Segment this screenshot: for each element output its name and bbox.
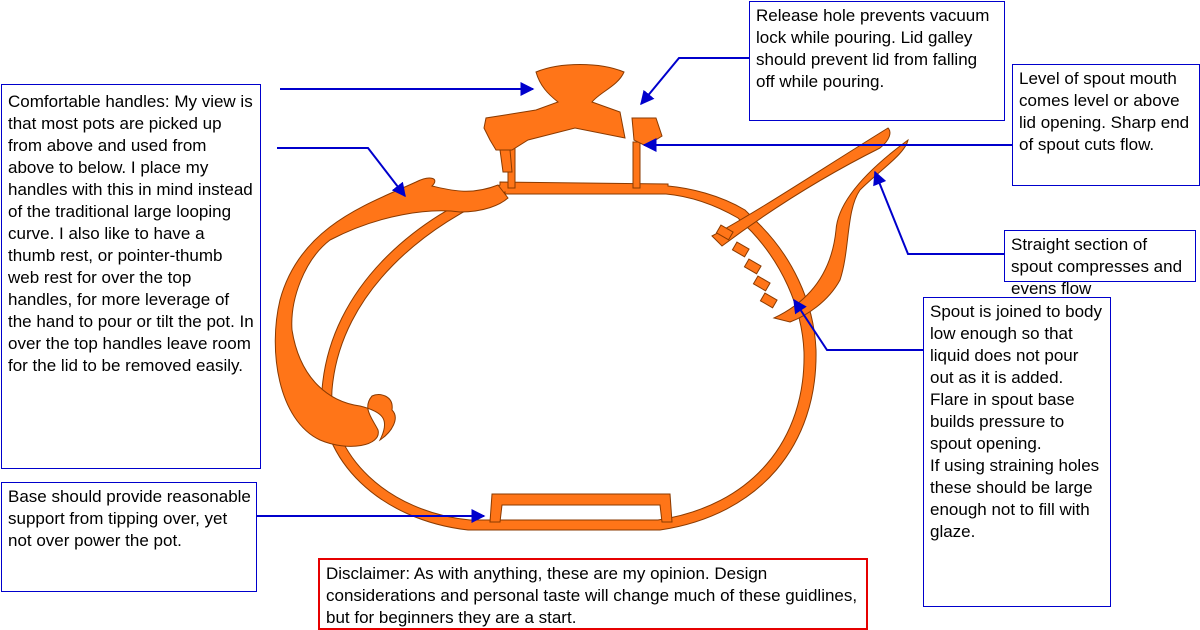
arrow-to-handle [277,147,406,198]
base-note: Base should provide reasonable support f… [1,482,257,592]
arrow-to-spout-straight [873,170,1004,255]
straining-hole [731,241,750,258]
straining-hole [743,258,762,275]
spout-join-note: Spout is joined to body low enough so th… [923,297,1111,607]
teapot-spout [711,127,891,247]
straining-hole [715,224,734,241]
teapot-neck-right [632,141,641,189]
disclaimer-note: Disclaimer: As with anything, these are … [318,558,868,630]
straight-section-note: Straight section of spout compresses and… [1004,230,1196,298]
teapot-base [489,493,673,523]
callout-arrows [257,57,1012,523]
teapot-body-wall [321,181,817,531]
teapot-gallery-hook [499,149,513,173]
release-hole-note: Release hole prevents vacuum lock while … [749,1,1005,121]
teapot-lid-right [631,117,663,147]
handles-note: Comfortable handles: My view is that mos… [1,84,261,469]
teapot-handle [274,177,509,447]
teapot-lid [483,64,626,151]
spout-level-note: Level of spout mouth comes level or abov… [1012,64,1200,186]
arrow-to-release-hole [640,57,749,106]
teapot-spout-lower [772,138,909,323]
arrow-to-spout-join [793,298,923,351]
straining-hole [752,275,771,292]
straining-hole [759,292,778,309]
teapot [274,64,909,531]
